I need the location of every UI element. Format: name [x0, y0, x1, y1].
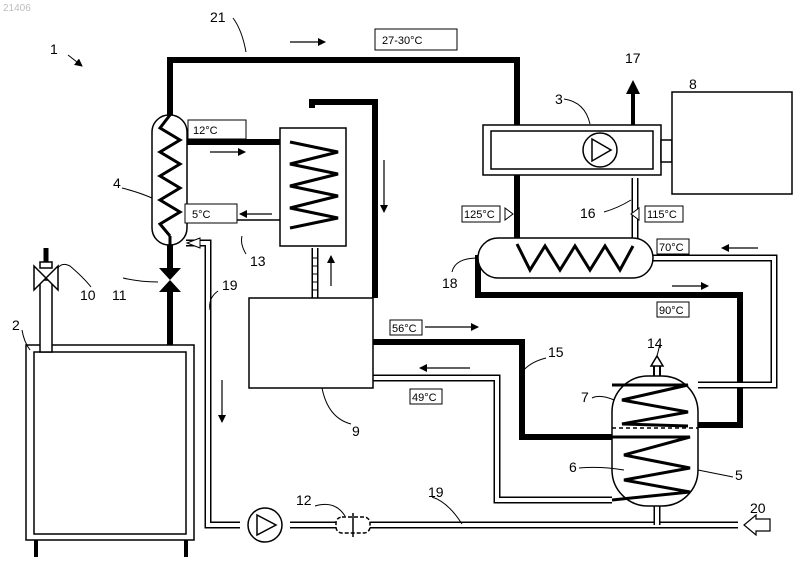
condenser-18	[478, 238, 653, 278]
numeral-3: 3	[555, 91, 563, 107]
numeral-11: 11	[112, 287, 127, 303]
filter-12	[336, 513, 370, 537]
numeral-4: 4	[113, 175, 121, 191]
heat-exchanger-13	[187, 128, 346, 246]
watermark-text: 21406	[3, 3, 31, 14]
numeral-10: 10	[80, 287, 96, 303]
motor-8	[672, 92, 792, 194]
numeral-17: 17	[625, 50, 641, 66]
pump	[248, 508, 282, 542]
temp-49: 49°C	[412, 392, 437, 404]
inlet-arrow-20	[744, 515, 770, 535]
numeral-2: 2	[12, 317, 20, 333]
numeral-5: 5	[735, 467, 743, 483]
compressor-3	[483, 125, 672, 175]
temp-56: 56°C	[392, 323, 417, 335]
numeral-15: 15	[548, 344, 564, 360]
temp-5: 5°C	[192, 209, 211, 221]
temp-12: 12°C	[193, 125, 218, 137]
numeral-9: 9	[352, 423, 360, 439]
numeral-8: 8	[689, 76, 697, 92]
numeral-7: 7	[581, 389, 589, 405]
numeral-18: 18	[442, 275, 458, 291]
numeral-1: 1	[50, 41, 58, 57]
hot-water-tank-5	[612, 376, 698, 506]
numeral-20: 20	[750, 500, 766, 516]
temp-115: 115°C	[647, 209, 677, 221]
temp-90: 90°C	[659, 305, 684, 317]
temp-125: 125°C	[464, 209, 495, 221]
numeral-12: 12	[296, 492, 312, 508]
numeral-14: 14	[647, 335, 663, 351]
exhaust-17	[626, 80, 640, 125]
temp-27-30: 27-30°C	[382, 35, 423, 47]
numeral-16: 16	[580, 205, 596, 221]
numeral-21: 21	[210, 9, 226, 25]
evaporator-4	[152, 115, 187, 245]
numeral-13: 13	[250, 253, 266, 269]
numeral-19-left: 19	[222, 277, 238, 293]
numeral-6: 6	[569, 459, 577, 475]
numeral-19-bottom: 19	[428, 484, 444, 500]
unit-9	[249, 298, 373, 388]
temp-70: 70°C	[659, 242, 684, 254]
valve-11	[159, 268, 181, 292]
